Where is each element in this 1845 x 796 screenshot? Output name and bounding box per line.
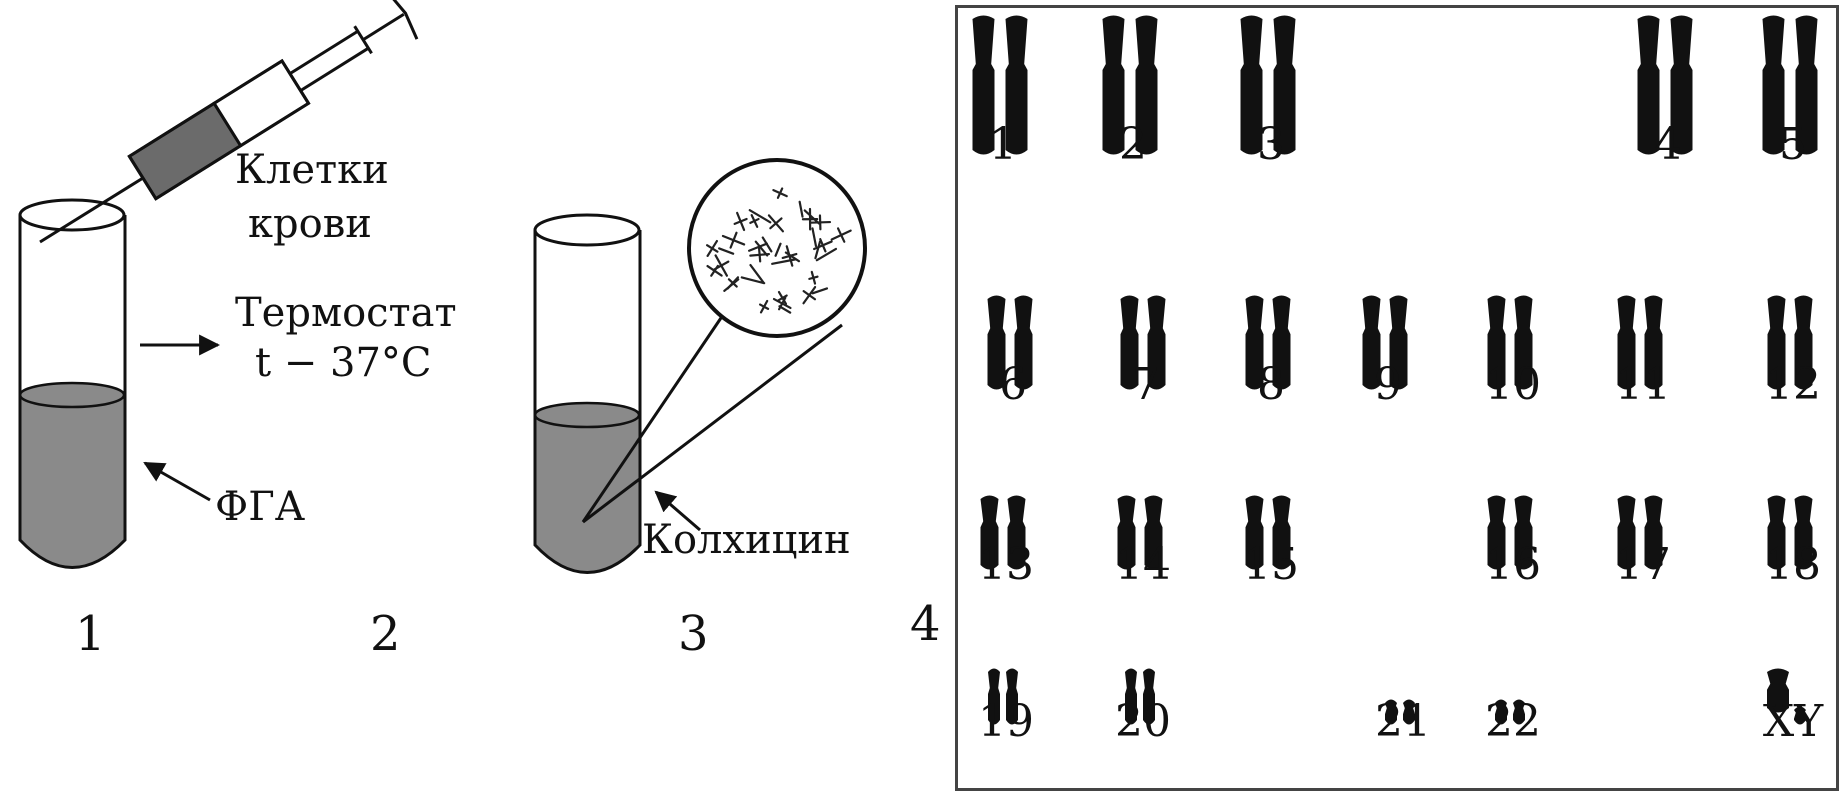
chromosome-pair-label: XY — [1763, 700, 1823, 744]
chromosome-pair-label: 7 — [1132, 363, 1160, 407]
chromosome-pair-label: 5 — [1779, 123, 1807, 167]
chromosome-pair-label: 4 — [1654, 123, 1682, 167]
chromosome-pair-label: 22 — [1485, 700, 1541, 744]
colchicine-label: Колхицин — [642, 520, 851, 560]
step-number-3: 3 — [678, 610, 709, 658]
chromosome-pair-label: 9 — [1374, 363, 1402, 407]
pha-label: ФГА — [215, 487, 305, 527]
chromosome-pair-label: 11 — [1615, 363, 1671, 407]
chromosome-pair-label: 1 — [989, 123, 1017, 167]
blood-cells-label-line1: Клетки — [235, 150, 389, 190]
chromosome-pair-label: 21 — [1375, 700, 1431, 744]
chromosome-pair-label: 14 — [1115, 543, 1171, 587]
blood-cells-label-line2: крови — [248, 204, 372, 244]
chromosome-pair-label: 2 — [1119, 123, 1147, 167]
chromosome-pair-label: 17 — [1615, 543, 1671, 587]
chromosome-pair-label: 19 — [978, 700, 1034, 744]
chromosome-pair-label: 10 — [1485, 363, 1541, 407]
chromosome-pair-label: 6 — [999, 363, 1027, 407]
step-number-1: 1 — [75, 610, 106, 658]
chromosome-pair-label: 18 — [1765, 543, 1821, 587]
thermostat-label-line1: Термостат — [235, 293, 457, 333]
step-number-4: 4 — [910, 600, 941, 648]
chromosome-pair-label: 13 — [978, 543, 1034, 587]
chromosome-pair-label: 15 — [1243, 543, 1299, 587]
pha-arrow — [145, 463, 210, 500]
test-tube-1 — [20, 200, 125, 568]
step-number-2: 2 — [370, 610, 401, 658]
chromosome-pair-label: 3 — [1257, 123, 1285, 167]
metaphase-chromosome — [759, 248, 760, 261]
chromosome-pair-label: 16 — [1485, 543, 1541, 587]
chromosome-pair-label: 8 — [1257, 363, 1285, 407]
chromosome-pair-label: 12 — [1765, 363, 1821, 407]
karyotype-panel: 12345678910111213141516171819202122XY — [955, 5, 1839, 791]
thermostat-label-line2: t − 37°C — [255, 343, 432, 383]
chromosome-pair-label: 20 — [1115, 700, 1171, 744]
